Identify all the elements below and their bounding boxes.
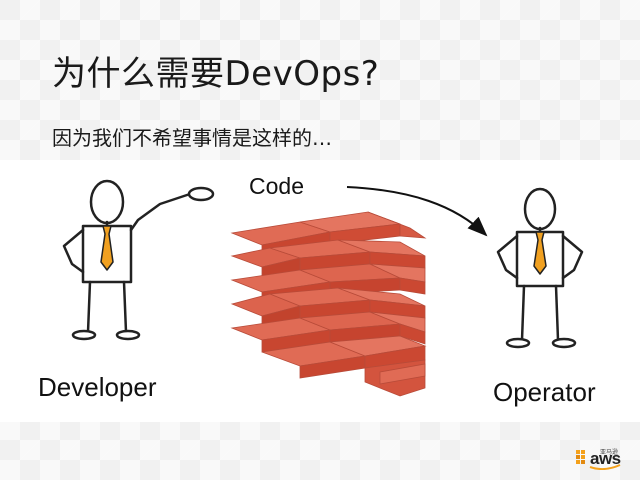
aws-brand-text: aws: [590, 449, 621, 468]
code-arrow: [346, 186, 488, 237]
brick-wall: [230, 211, 427, 397]
devops-wall-illustration: [62, 179, 584, 397]
aws-cube-icon: [576, 450, 621, 471]
operator-figure: [496, 187, 584, 349]
slide-title: 为什么需要DevOps?: [52, 54, 380, 94]
code-label: Code: [249, 173, 304, 199]
aws-cn-text: 亚马逊: [600, 449, 619, 456]
aws-logo: [574, 446, 624, 471]
operator-label: Operator: [493, 377, 596, 407]
developer-label: Developer: [38, 372, 157, 402]
speech-bubble-small: [187, 186, 215, 202]
slide-subtitle: 因为我们不希望事情是这样的…: [52, 126, 332, 150]
developer-figure: [62, 179, 192, 341]
